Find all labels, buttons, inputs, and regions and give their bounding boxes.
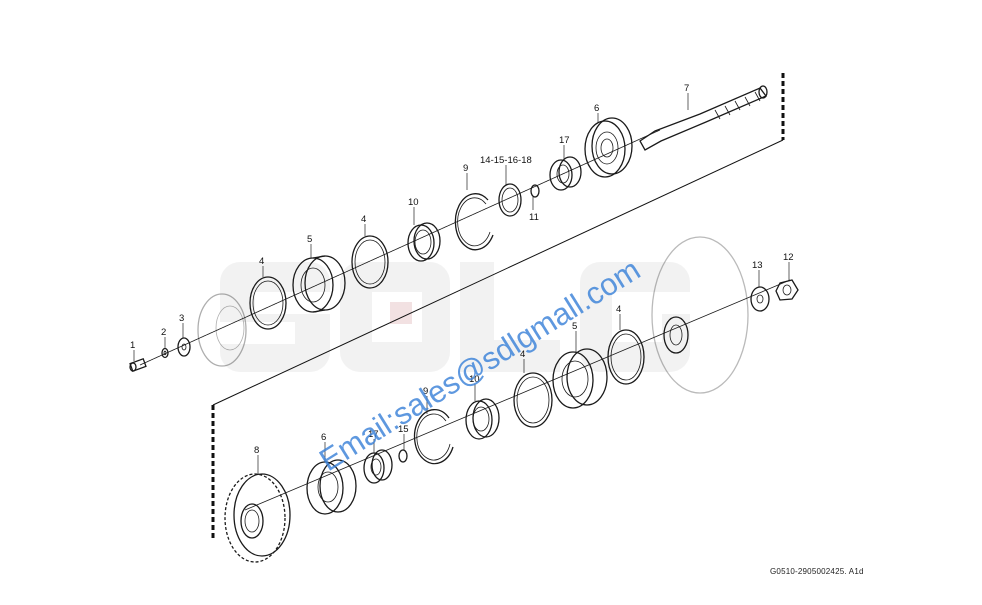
part-14-15-16-18-shims (498, 183, 522, 217)
callout-2: 2 (161, 327, 166, 338)
part-7-splined-shaft (639, 85, 768, 151)
callout-13: 13 (752, 260, 763, 271)
callout-10-upper: 10 (408, 197, 419, 208)
part-2-washer (161, 347, 169, 359)
dashed-connector (211, 73, 785, 540)
callout-15: 15 (398, 424, 409, 435)
callout-14-15-16-18: 14-15-16-18 (480, 155, 532, 166)
callout-6-lower: 6 (321, 432, 326, 443)
part-12-nut (775, 279, 799, 301)
part-11-small-ring (530, 184, 540, 198)
hub-flange (197, 293, 247, 367)
part-10-bushing-upper (407, 222, 441, 262)
callout-4-lower-right: 4 (616, 304, 621, 315)
callout-17-upper: 17 (559, 135, 570, 146)
brand-watermark (220, 262, 690, 372)
part-1-bolt (129, 358, 147, 372)
part-17-bearing-cone-upper (549, 156, 582, 191)
part-13-washer (750, 286, 770, 312)
callout-5-upper: 5 (307, 234, 312, 245)
part-5-bearing-cup-lower (552, 348, 608, 409)
part-4-seal-ring-lower-right (607, 329, 645, 385)
callout-5-lower: 5 (572, 321, 577, 332)
callout-7: 7 (684, 83, 689, 94)
drum-housing (651, 236, 749, 394)
callout-4-lower-left: 4 (520, 349, 525, 360)
callouts: 1 2 3 4 5 4 10 9 14-15-16-18 11 17 6 7 1… (130, 83, 794, 474)
callout-8: 8 (254, 445, 259, 456)
callout-10-lower: 10 (469, 374, 480, 385)
drawing-code: G0510-2905002425. A1d (770, 567, 864, 576)
part-9-snap-ring-lower (413, 408, 454, 465)
callout-9-upper: 9 (463, 163, 468, 174)
part-9-snap-ring-upper (454, 193, 494, 251)
part-4-seal-ring-upper-right (351, 235, 389, 289)
drum-hub (663, 316, 689, 354)
part-6-bearing-upper (584, 117, 633, 178)
part-5-bearing-cup-upper (292, 255, 346, 313)
callout-3: 3 (179, 313, 184, 324)
callout-4-upper-left: 4 (259, 256, 264, 267)
callout-9-lower: 9 (423, 386, 428, 397)
callout-17-lower: 17 (368, 429, 379, 440)
part-4-seal-ring-lower-left (513, 372, 553, 428)
part-10-bushing-lower (465, 398, 500, 440)
callout-1: 1 (130, 340, 135, 351)
part-4-seal-ring-upper-left (249, 276, 287, 330)
part-15-small-ring (398, 449, 408, 463)
callout-6-upper: 6 (594, 103, 599, 114)
part-3-plate (177, 337, 191, 357)
callout-4-upper-right: 4 (361, 214, 366, 225)
callout-11: 11 (529, 212, 539, 223)
callout-12: 12 (783, 252, 794, 263)
part-8-gear (224, 473, 291, 563)
